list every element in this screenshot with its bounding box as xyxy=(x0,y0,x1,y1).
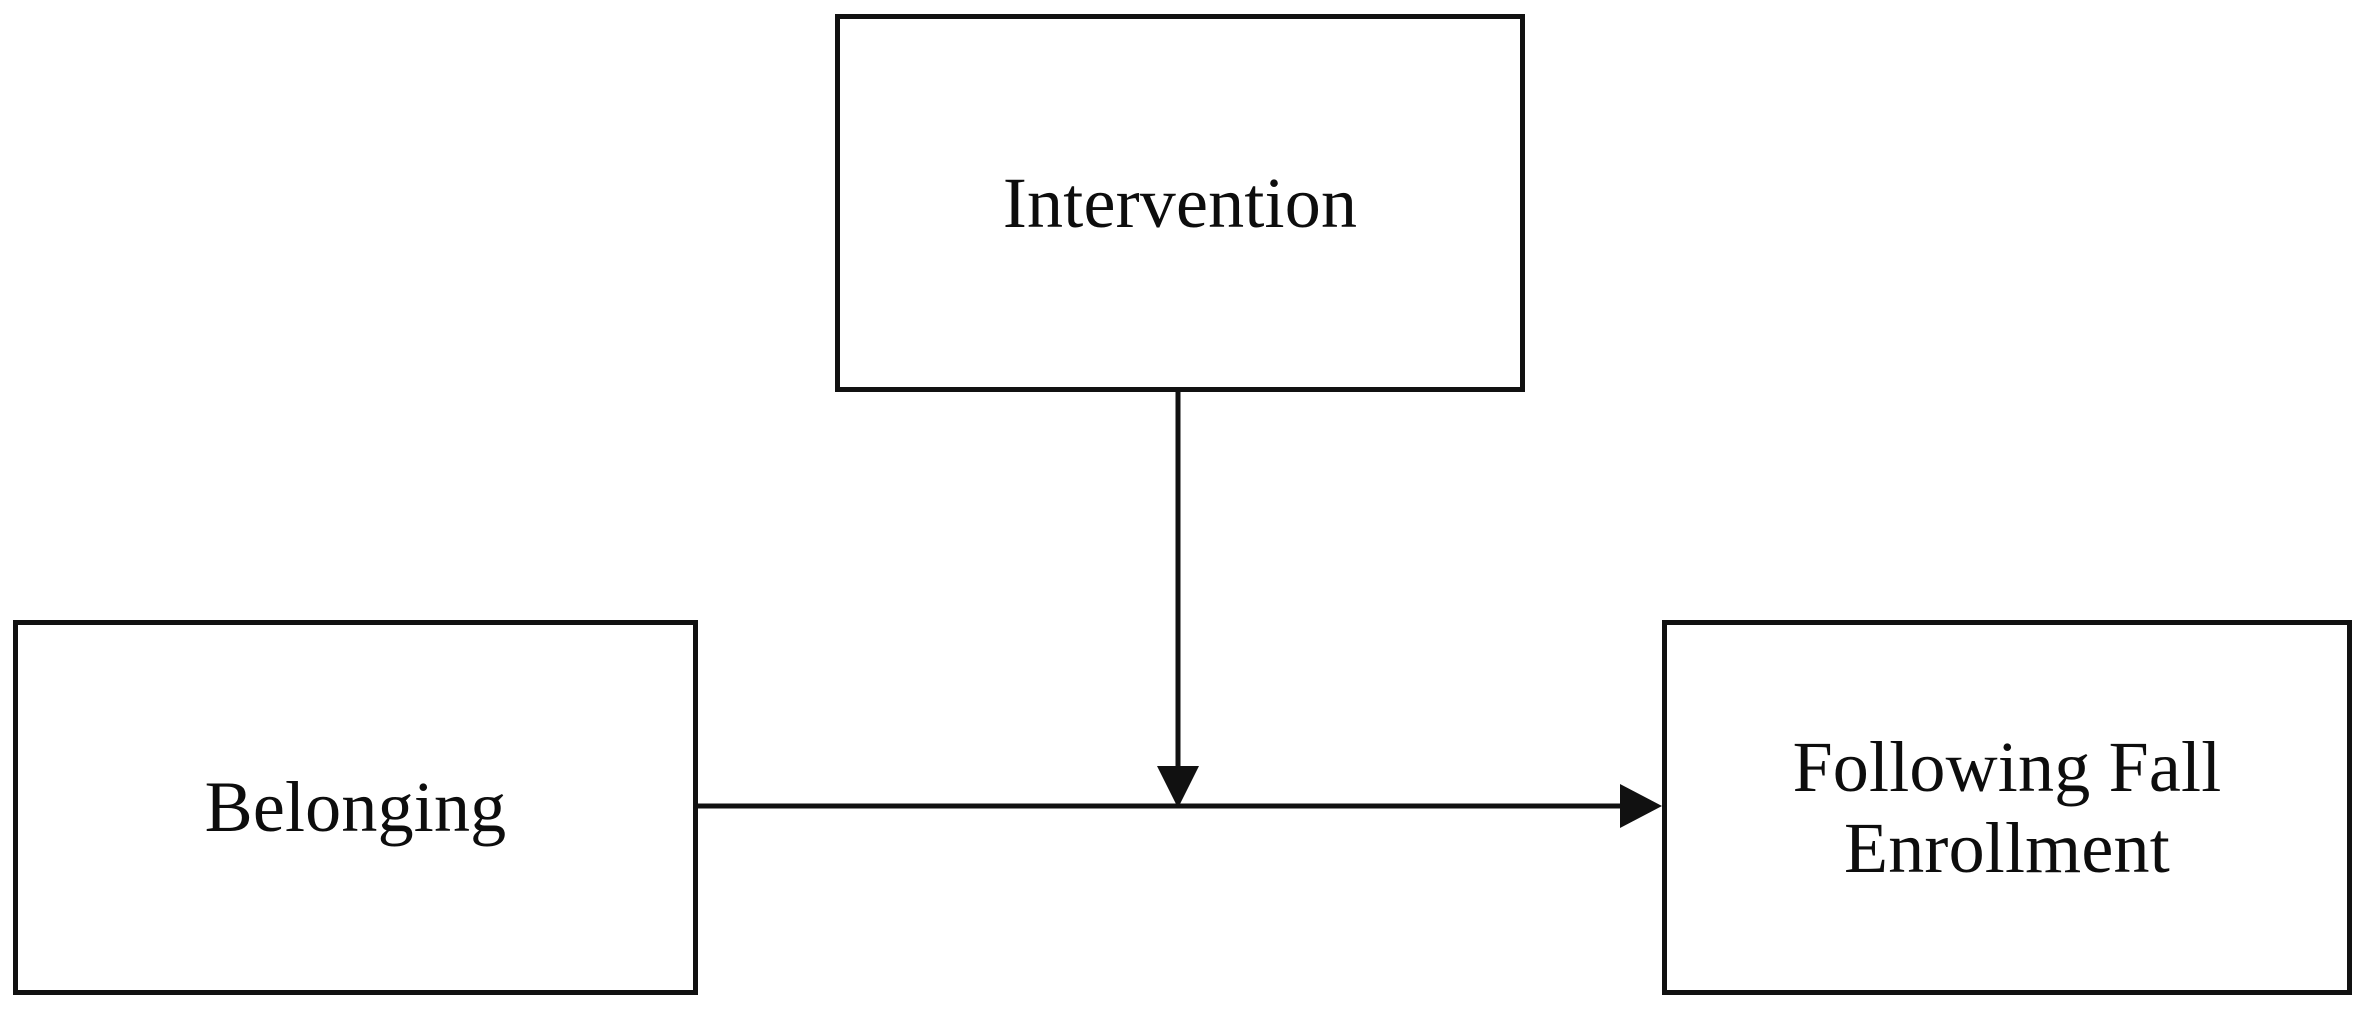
node-following-fall-enrollment-label: Following Fall Enrollment xyxy=(1792,726,2222,888)
node-intervention: Intervention xyxy=(835,14,1525,392)
edge-intervention-to-path xyxy=(1157,392,1199,808)
arrowhead-right-icon xyxy=(1620,784,1662,828)
node-belonging: Belonging xyxy=(13,620,698,995)
arrowhead-down-icon xyxy=(1157,766,1199,808)
node-following-fall-enrollment: Following Fall Enrollment xyxy=(1662,620,2352,995)
node-intervention-label: Intervention xyxy=(1002,162,1358,243)
node-belonging-label: Belonging xyxy=(204,767,507,848)
edge-belonging-to-enrollment xyxy=(698,784,1662,828)
